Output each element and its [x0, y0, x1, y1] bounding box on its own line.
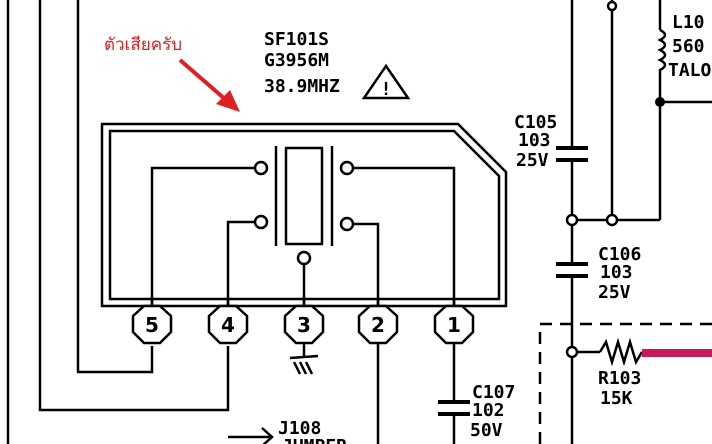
pin-label-3: 3 — [297, 313, 311, 337]
inductor-extra: TALO — [668, 60, 712, 81]
pin-label-1: 1 — [447, 313, 461, 337]
warning-mark: ! — [381, 79, 392, 100]
pin-badge-3 — [283, 304, 325, 345]
annotation-arrow-icon — [216, 90, 240, 112]
wire-pin5-left — [76, 0, 154, 374]
pin-badge-1 — [433, 304, 475, 345]
inductor-ref: L10 — [672, 12, 705, 33]
wire-pin5 — [150, 166, 258, 306]
terminal-pin5 — [253, 160, 269, 176]
terminal-pin2 — [339, 216, 355, 232]
c107-voltage: 50V — [470, 420, 503, 441]
jumper-arrow-icon — [228, 427, 274, 444]
pin-badge-5 — [131, 304, 173, 345]
pin-label-2: 2 — [371, 313, 385, 337]
c107-ref: C107 — [472, 382, 515, 403]
jumper-ref: J108 — [278, 418, 321, 439]
capacitor-c106 — [556, 262, 588, 278]
filter-outline-inner — [108, 129, 501, 301]
warning-triangle-icon — [361, 63, 411, 100]
c106-ref: C106 — [598, 244, 641, 265]
ground-symbol — [289, 354, 319, 375]
wire-pin4-left — [38, 0, 230, 412]
c106-voltage: 25V — [598, 282, 631, 303]
filter-part-label: SF101S — [264, 29, 329, 50]
crystal-body — [284, 146, 324, 246]
capacitor-c107 — [438, 400, 470, 416]
pin-badge-4 — [207, 304, 249, 345]
filter-code-label: G3956M — [264, 50, 329, 71]
filter-frequency-label: 38.9MHZ — [264, 76, 340, 97]
inductor-coil — [657, 28, 667, 76]
pin-label-5: 5 — [145, 313, 159, 337]
pin-label-4: 4 — [221, 313, 235, 337]
wire-pin1 — [350, 166, 456, 306]
terminal-pin3 — [296, 250, 312, 266]
inductor-value: 560 — [672, 36, 705, 57]
filter-outline-outer — [100, 122, 508, 308]
resistor-value: 15K — [600, 388, 633, 409]
jumper-sub: JUMPER — [282, 436, 347, 444]
terminal-pin1 — [339, 160, 355, 176]
pin-badge-2 — [357, 304, 399, 345]
annotation-arrow-shaft — [178, 58, 228, 102]
capacitor-c105 — [556, 146, 588, 162]
wire-pin2 — [350, 222, 380, 306]
annotation-label: ตัวเสียครับ — [104, 35, 182, 55]
c105-ref: C105 — [514, 112, 557, 133]
terminal-pin4 — [253, 214, 269, 230]
resistor-ref: R103 — [598, 368, 641, 389]
c107-value: 102 — [472, 400, 505, 421]
resistor-r103 — [598, 337, 644, 367]
wire-pin4 — [226, 220, 258, 306]
c106-value: 103 — [600, 262, 633, 283]
c105-value: 103 — [518, 130, 551, 151]
dashed-box — [538, 322, 712, 444]
c105-voltage: 25V — [516, 150, 549, 171]
